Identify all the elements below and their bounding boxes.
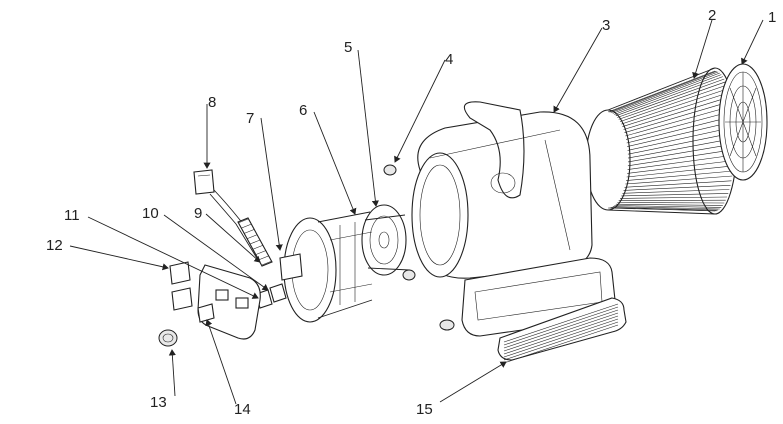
switch-knob [158, 329, 178, 347]
switch-plate [197, 264, 261, 340]
front-grille [718, 63, 768, 181]
capacitor [279, 253, 303, 281]
rear-grille [497, 297, 627, 364]
leader-lines [69, 19, 764, 405]
rocker-switch [169, 261, 215, 323]
callout-5: 5 [344, 39, 352, 56]
callout-12: 12 [46, 237, 63, 254]
cord-strain-relief [237, 217, 273, 267]
callout-3: 3 [602, 17, 610, 34]
callout-13: 13 [150, 394, 167, 411]
housing [411, 101, 616, 337]
callout-11: 11 [64, 207, 80, 224]
blower-wheel [585, 67, 738, 215]
power-cord [193, 169, 263, 261]
callout-1: 1 [768, 9, 776, 26]
callout-9: 9 [194, 205, 202, 222]
motor-mount-ring [361, 204, 411, 276]
callout-4: 4 [445, 51, 453, 68]
callout-2: 2 [708, 7, 716, 24]
callout-7: 7 [246, 110, 254, 127]
callout-15: 15 [416, 401, 433, 418]
callout-6: 6 [299, 102, 307, 119]
switch-wire [269, 283, 287, 303]
callout-10: 10 [142, 205, 159, 222]
callout-8: 8 [208, 94, 216, 111]
callout-14: 14 [234, 401, 251, 418]
rubber-foot [383, 164, 455, 331]
